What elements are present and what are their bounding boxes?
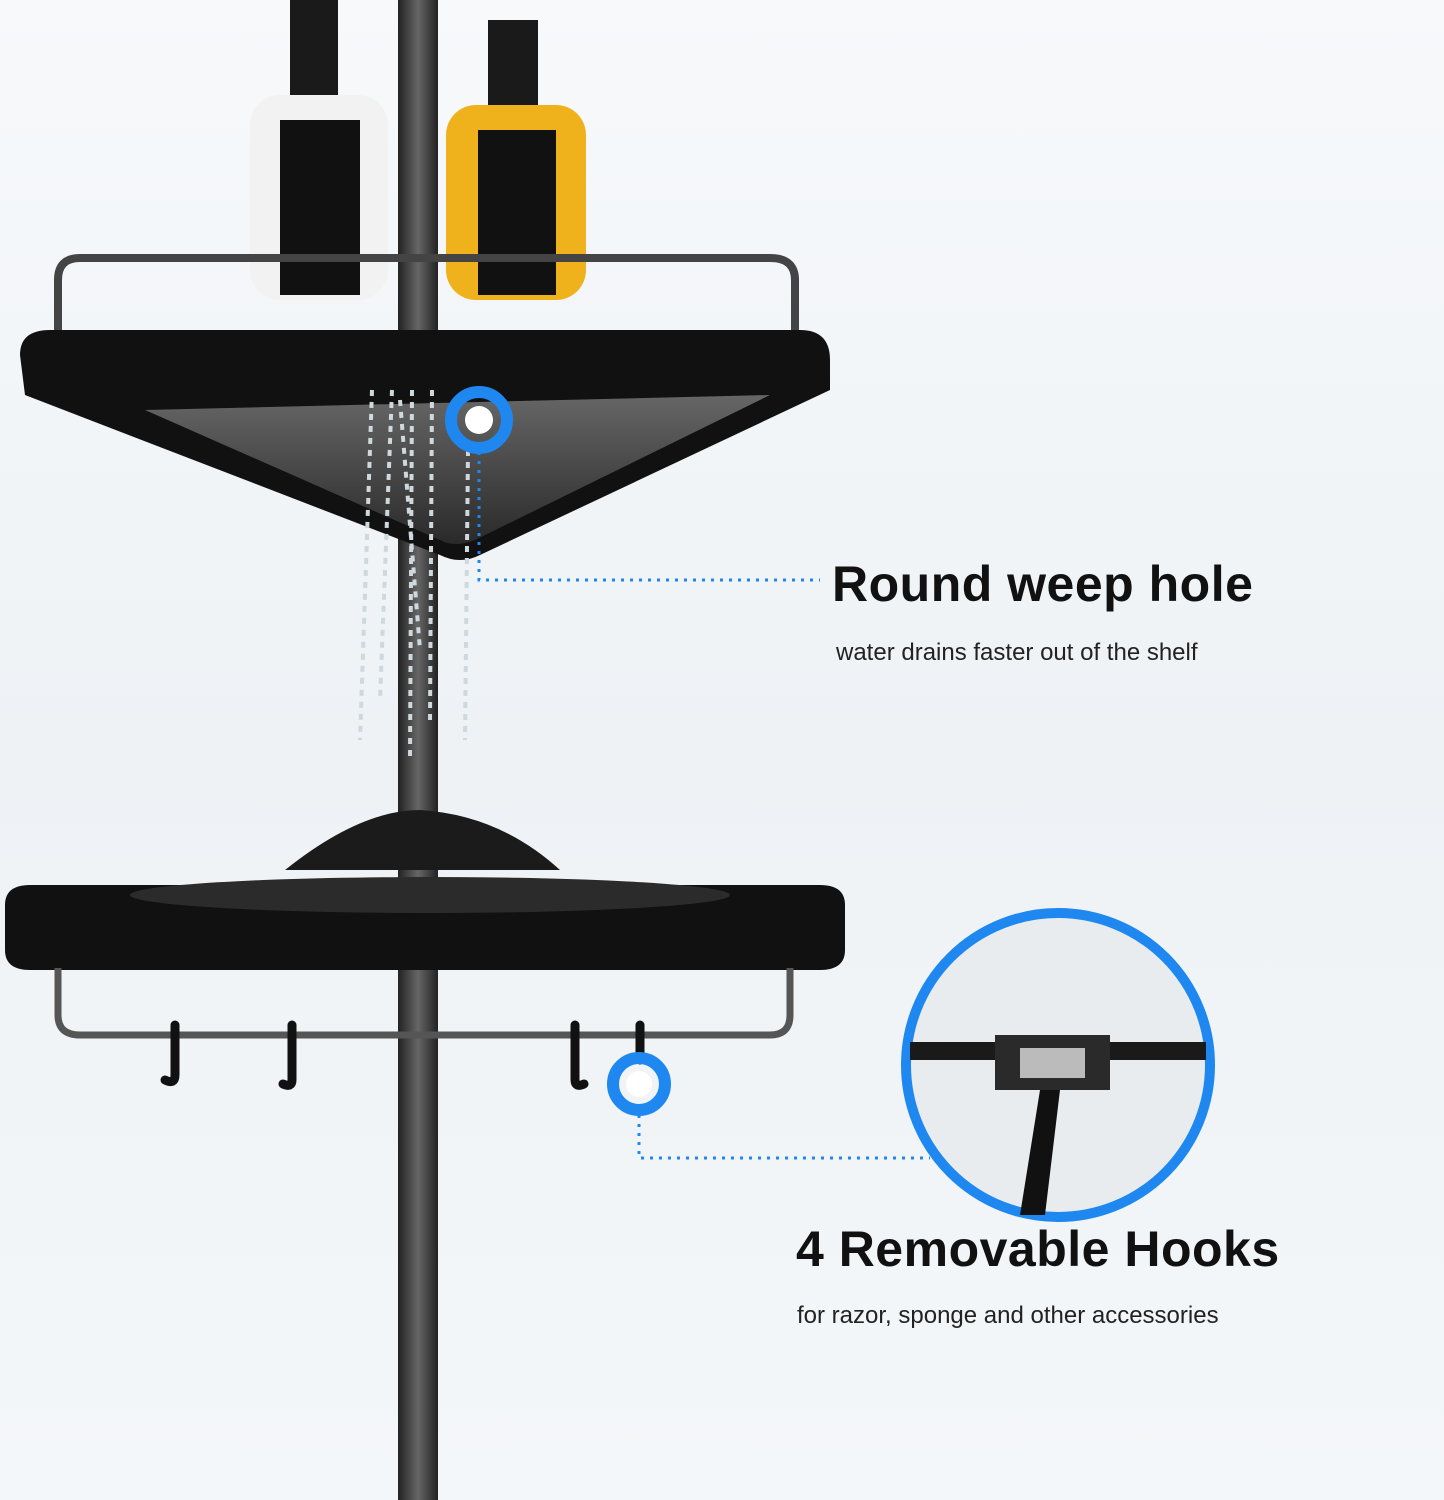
callout-line-2 [637, 1115, 930, 1160]
shampoo-bottle-yellow [446, 20, 586, 300]
weep-hole-marker [445, 386, 513, 454]
top-shelf [20, 330, 830, 560]
feature-title-hooks: 4 Removable Hooks [796, 1221, 1280, 1277]
pole [398, 0, 438, 1500]
feature-description-hooks: for razor, sponge and other accessories [797, 1302, 1219, 1329]
feature-title-weep-hole: Round weep hole [832, 556, 1254, 612]
razor-hook-closeup [901, 908, 1215, 1222]
feature-description-weep-hole: water drains faster out of the shelf [836, 639, 1198, 666]
water-drops [358, 389, 470, 761]
top-shelf-rail [54, 254, 799, 340]
callout-line-1 [477, 452, 820, 582]
bottom-shelf [5, 810, 845, 1039]
shampoo-bottle-white [250, 0, 388, 300]
hook-marker [607, 1052, 671, 1116]
